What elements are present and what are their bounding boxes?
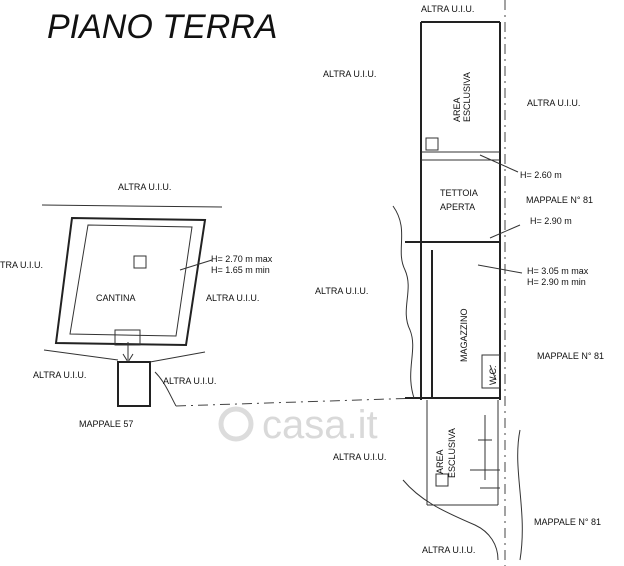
label-height: H= 2.60 m — [520, 170, 562, 180]
lower-passage — [117, 361, 151, 407]
labels: ALTRA U.I.U. ALTRA U.I.U. ALTRA U.I.U. A… — [0, 4, 604, 555]
label-aperta: APERTA — [440, 202, 475, 212]
stair-box — [114, 329, 141, 346]
lower-area-box — [435, 473, 449, 487]
hatch-box — [425, 137, 439, 151]
leader-h290 — [489, 224, 521, 239]
wc-detail — [489, 364, 497, 381]
label-esclusiva: ESCLUSIVA — [447, 428, 457, 478]
label-altra-uiu: ALTRA U.I.U. — [118, 182, 171, 192]
label-altra-uiu: TRA U.I.U. — [0, 260, 43, 270]
label-altra-uiu: ALTRA U.I.U. — [323, 69, 376, 79]
label-altra-uiu: ALTRA U.I.U. — [33, 370, 86, 380]
label-altra-uiu: ALTRA U.I.U. — [206, 293, 259, 303]
leader-h260 — [479, 154, 519, 173]
cantina-inner — [69, 224, 193, 337]
boundary-line-link — [175, 397, 421, 407]
label-cantina: CANTINA — [96, 293, 136, 303]
label-altra-uiu: ALTRA U.I.U. — [315, 286, 368, 296]
plan-title: PIANO TERRA — [47, 8, 277, 46]
watermark: casa.it — [218, 403, 378, 447]
label-mappale-81: MAPPALE N° 81 — [534, 517, 601, 527]
label-esclusiva: ESCLUSIVA — [462, 72, 472, 122]
label-height: H= 3.05 m max — [527, 266, 589, 276]
right-building — [392, 21, 523, 561]
cut-line-right — [517, 429, 523, 561]
cut-line-lower — [402, 479, 499, 561]
label-height: H= 1.65 m min — [211, 265, 270, 275]
label-area: AREA — [435, 449, 445, 474]
label-height: H= 2.70 m max — [211, 254, 273, 264]
leader-cantina-h — [179, 259, 213, 271]
watermark-text: casa.it — [262, 403, 378, 447]
label-height: H= 2.90 m min — [527, 277, 586, 287]
left-outer-top — [41, 204, 223, 208]
label-magazzino: MAGAZZINO — [459, 309, 469, 363]
label-tettoia: TETTOIA — [440, 188, 478, 198]
label-wc: W.C. — [488, 366, 498, 386]
cantina-pillar — [133, 255, 147, 269]
label-altra-uiu: ALTRA U.I.U. — [333, 452, 386, 462]
leader-h305 — [477, 264, 523, 274]
cut-line-upper — [392, 205, 415, 399]
label-altra-uiu: ALTRA U.I.U. — [421, 4, 474, 14]
label-mappale-57: MAPPALE 57 — [79, 419, 133, 429]
cantina-walls — [54, 216, 207, 347]
watermark-logo-icon — [218, 406, 254, 442]
label-area: AREA — [452, 97, 462, 122]
wc-box — [481, 354, 501, 389]
label-altra-uiu: ALTRA U.I.U. — [163, 376, 216, 386]
label-altra-uiu: ALTRA U.I.U. — [422, 545, 475, 555]
label-mappale-81: MAPPALE N° 81 — [526, 195, 593, 205]
label-height: H= 2.90 m — [530, 216, 572, 226]
left-cut-line — [154, 371, 177, 407]
label-altra-uiu: ALTRA U.I.U. — [527, 98, 580, 108]
left-outer-bottom — [43, 349, 206, 363]
left-building — [41, 204, 223, 407]
label-mappale-81: MAPPALE N° 81 — [537, 351, 604, 361]
lower-area-fixtures — [470, 415, 500, 489]
